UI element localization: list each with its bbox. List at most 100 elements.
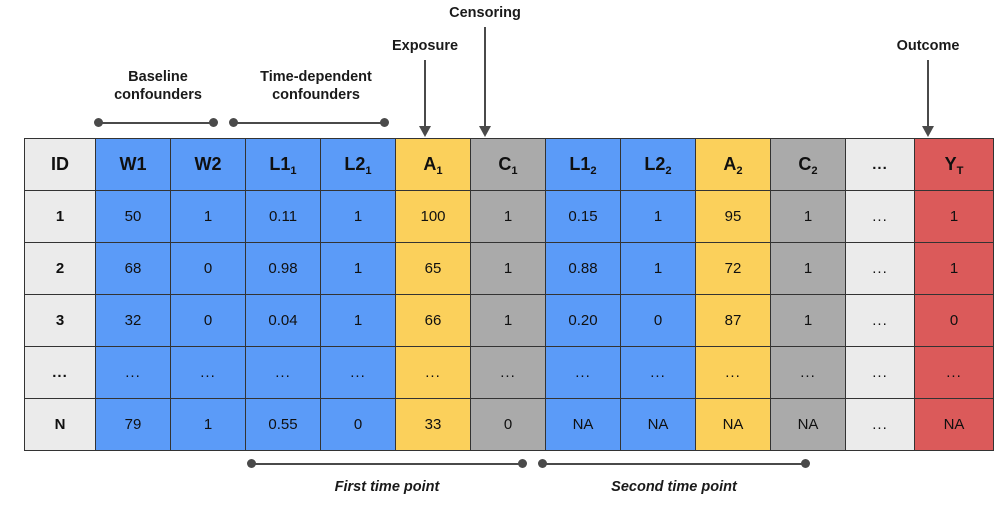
table-cell-l12: 0.20 — [545, 294, 621, 347]
table-cell-l22: NA — [620, 398, 696, 451]
arrow-outcome — [921, 60, 935, 137]
table-cell-a1: 65 — [395, 242, 471, 295]
column-header-l1-1: L11 — [245, 138, 321, 191]
table-cell-c1: 1 — [470, 294, 546, 347]
table-cell-c1: 1 — [470, 242, 546, 295]
column-header-id: ID — [24, 138, 96, 191]
table-cell-l12: 0.15 — [545, 190, 621, 243]
column-header-a-2: A2 — [695, 138, 771, 191]
table-cell-l11: ... — [245, 346, 321, 399]
table-cell-l21: 1 — [320, 242, 396, 295]
column-header-ellipsis: ... — [845, 138, 915, 191]
arrow-head — [922, 126, 934, 137]
bracket-bar — [251, 463, 523, 465]
arrow-censoring — [478, 27, 492, 137]
annotation-label-second-time-point: Second time point — [611, 479, 737, 495]
table-cell-dots: ... — [845, 190, 915, 243]
table-cell-w2: 0 — [170, 242, 246, 295]
row-header-cell: N — [24, 398, 96, 451]
table-cell-a2: NA — [695, 398, 771, 451]
longitudinal-data-table: ID W1 W2 L11 L21 A1 C1 L12 L22 A2 C2 ...… — [24, 138, 994, 451]
table-cell-l22: ... — [620, 346, 696, 399]
table-cell-dots: ... — [845, 346, 915, 399]
bracket-bar — [233, 122, 385, 124]
table-cell-a2: 87 — [695, 294, 771, 347]
table-cell-l12: NA — [545, 398, 621, 451]
bracket-bar — [98, 122, 214, 124]
bracket-dot-right — [209, 118, 218, 127]
table-cell-a2: ... — [695, 346, 771, 399]
arrow-shaft — [927, 60, 929, 126]
table-cell-dots: ... — [845, 294, 915, 347]
table-cell-w1: 68 — [95, 242, 171, 295]
table-cell-dots: ... — [845, 242, 915, 295]
table-cell-c1: 0 — [470, 398, 546, 451]
table-cell-l21: 1 — [320, 294, 396, 347]
table-cell-a2: 95 — [695, 190, 771, 243]
table-cell-yt: 1 — [914, 190, 994, 243]
annotation-label-outcome: Outcome — [896, 38, 960, 54]
column-header-l2-2: L22 — [620, 138, 696, 191]
table-cell-w1: 79 — [95, 398, 171, 451]
row-header-cell: 3 — [24, 294, 96, 347]
arrow-shaft — [424, 60, 426, 126]
table-cell-w1: 32 — [95, 294, 171, 347]
bracket-bar — [542, 463, 806, 465]
table-cell-a2: 72 — [695, 242, 771, 295]
table-cell-c2: 1 — [770, 294, 846, 347]
table-cell-c2: 1 — [770, 190, 846, 243]
table-cell-l12: 0.88 — [545, 242, 621, 295]
table-cell-w1: ... — [95, 346, 171, 399]
annotation-label-exposure: Exposure — [391, 38, 459, 54]
annotation-label-time-dependent-confounders: Time-dependent confounders — [260, 69, 372, 103]
table-cell-l22: 0 — [620, 294, 696, 347]
table-cell-l11: 0.04 — [245, 294, 321, 347]
row-header-cell: 1 — [24, 190, 96, 243]
table-cell-a1: ... — [395, 346, 471, 399]
annotation-label-first-time-point: First time point — [334, 479, 440, 495]
bracket-dot-right — [518, 459, 527, 468]
arrow-head — [419, 126, 431, 137]
bracket-dot-right — [801, 459, 810, 468]
table-header: ID W1 W2 L11 L21 A1 C1 L12 L22 A2 C2 ...… — [24, 138, 994, 191]
table-cell-yt: NA — [914, 398, 994, 451]
table-cell-dots: ... — [845, 398, 915, 451]
row-header-cell: ... — [24, 346, 96, 399]
column-header-c-1: C1 — [470, 138, 546, 191]
column-header-a-1: A1 — [395, 138, 471, 191]
arrow-shaft — [484, 27, 486, 126]
bracket-dot-right — [380, 118, 389, 127]
table-cell-yt: 1 — [914, 242, 994, 295]
arrow-head — [479, 126, 491, 137]
table-cell-c2: 1 — [770, 242, 846, 295]
bracket-baseline-confounders — [94, 118, 218, 128]
table-cell-w2: 0 — [170, 294, 246, 347]
table-cell-yt: 0 — [914, 294, 994, 347]
column-header-w1: W1 — [95, 138, 171, 191]
row-header-cell: 2 — [24, 242, 96, 295]
table-cell-w2: ... — [170, 346, 246, 399]
bracket-second-time-point — [538, 459, 810, 469]
table-cell-l22: 1 — [620, 242, 696, 295]
table-cell-w1: 50 — [95, 190, 171, 243]
table-cell-l11: 0.11 — [245, 190, 321, 243]
table-cell-l11: 0.98 — [245, 242, 321, 295]
table-cell-l11: 0.55 — [245, 398, 321, 451]
column-header-l2-1: L21 — [320, 138, 396, 191]
table-cell-w2: 1 — [170, 398, 246, 451]
arrow-exposure — [418, 60, 432, 137]
annotation-label-censoring: Censoring — [449, 5, 521, 21]
table-cell-c2: ... — [770, 346, 846, 399]
bracket-time-dependent-confounders — [229, 118, 389, 128]
table-cell-l21: 0 — [320, 398, 396, 451]
column-header-y-t: YT — [914, 138, 994, 191]
table-header-row: ID W1 W2 L11 L21 A1 C1 L12 L22 A2 C2 ...… — [24, 138, 994, 191]
table-cell-c2: NA — [770, 398, 846, 451]
table-cell-a1: 100 — [395, 190, 471, 243]
column-header-w2: W2 — [170, 138, 246, 191]
